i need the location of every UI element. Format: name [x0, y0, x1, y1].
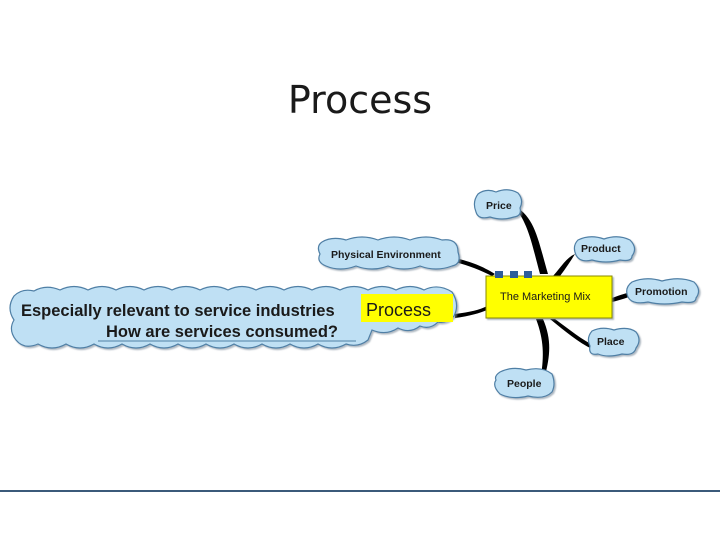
connector-physical-environment: [455, 258, 495, 276]
process-notes-bubble: [9, 285, 458, 349]
marker-icon: [524, 271, 532, 278]
connectors: [455, 205, 640, 376]
branch-place: Place: [587, 327, 640, 357]
marker-icon: [495, 271, 503, 278]
branch-physical-environment: Physical Environment: [317, 236, 460, 270]
marker-icon: [510, 271, 518, 278]
branch-product: Product: [573, 236, 636, 263]
connector-product: [553, 254, 575, 276]
branch-promotion: Promotion: [626, 278, 700, 305]
center-node-label: The Marketing Mix: [500, 291, 591, 303]
branch-people-label: People: [507, 378, 542, 390]
connector-people: [536, 319, 550, 376]
branch-promotion-label: Promotion: [635, 286, 688, 298]
connector-process: [455, 306, 487, 318]
slide-title: Process: [287, 78, 433, 122]
process-note-2: How are services consumed?: [106, 323, 338, 341]
connector-place: [550, 319, 595, 349]
bottom-rule: [0, 490, 720, 492]
branch-place-label: Place: [597, 336, 625, 348]
branch-physical-environment-label: Physical Environment: [331, 249, 441, 261]
process-highlight: [361, 294, 453, 322]
branch-people: People: [494, 367, 555, 399]
center-node: The Marketing Mix: [485, 271, 613, 319]
branch-price: Price: [473, 189, 523, 220]
branch-process-label: Process: [366, 300, 431, 320]
branch-price-label: Price: [486, 200, 512, 212]
process-note-1: Especially relevant to service industrie…: [21, 302, 335, 320]
connector-price: [512, 205, 548, 274]
branch-product-label: Product: [581, 243, 621, 255]
